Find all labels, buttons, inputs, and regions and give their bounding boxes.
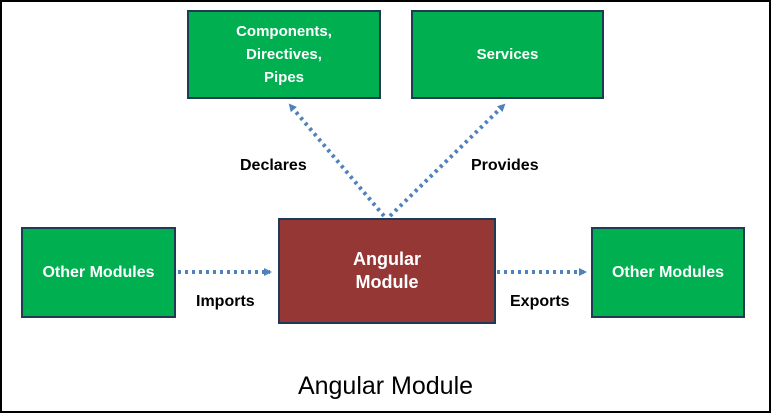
services-label: Services: [476, 46, 539, 63]
components-directives-pipes-box: Components, Directives, Pipes: [187, 10, 381, 99]
imports-other-modules-label: Other Modules: [42, 264, 155, 281]
diagram-caption: Angular Module: [297, 372, 474, 400]
imports-other-modules-box: Other Modules: [21, 227, 176, 318]
declares-arrow: [288, 103, 386, 218]
angular-module-label: Angular Module: [352, 249, 421, 292]
provides-label: Provides: [471, 157, 539, 174]
exports-other-modules-box: Other Modules: [591, 227, 745, 318]
angular-module-box: Angular Module: [278, 218, 496, 324]
exports-label: Exports: [510, 293, 570, 310]
declares-label: Declares: [240, 157, 307, 174]
services-box: Services: [411, 10, 604, 99]
imports-label: Imports: [196, 293, 255, 310]
exports-other-modules-label: Other Modules: [611, 264, 724, 281]
components-directives-pipes-label: Components, Directives, Pipes: [236, 23, 332, 86]
provides-arrow: [388, 103, 506, 218]
